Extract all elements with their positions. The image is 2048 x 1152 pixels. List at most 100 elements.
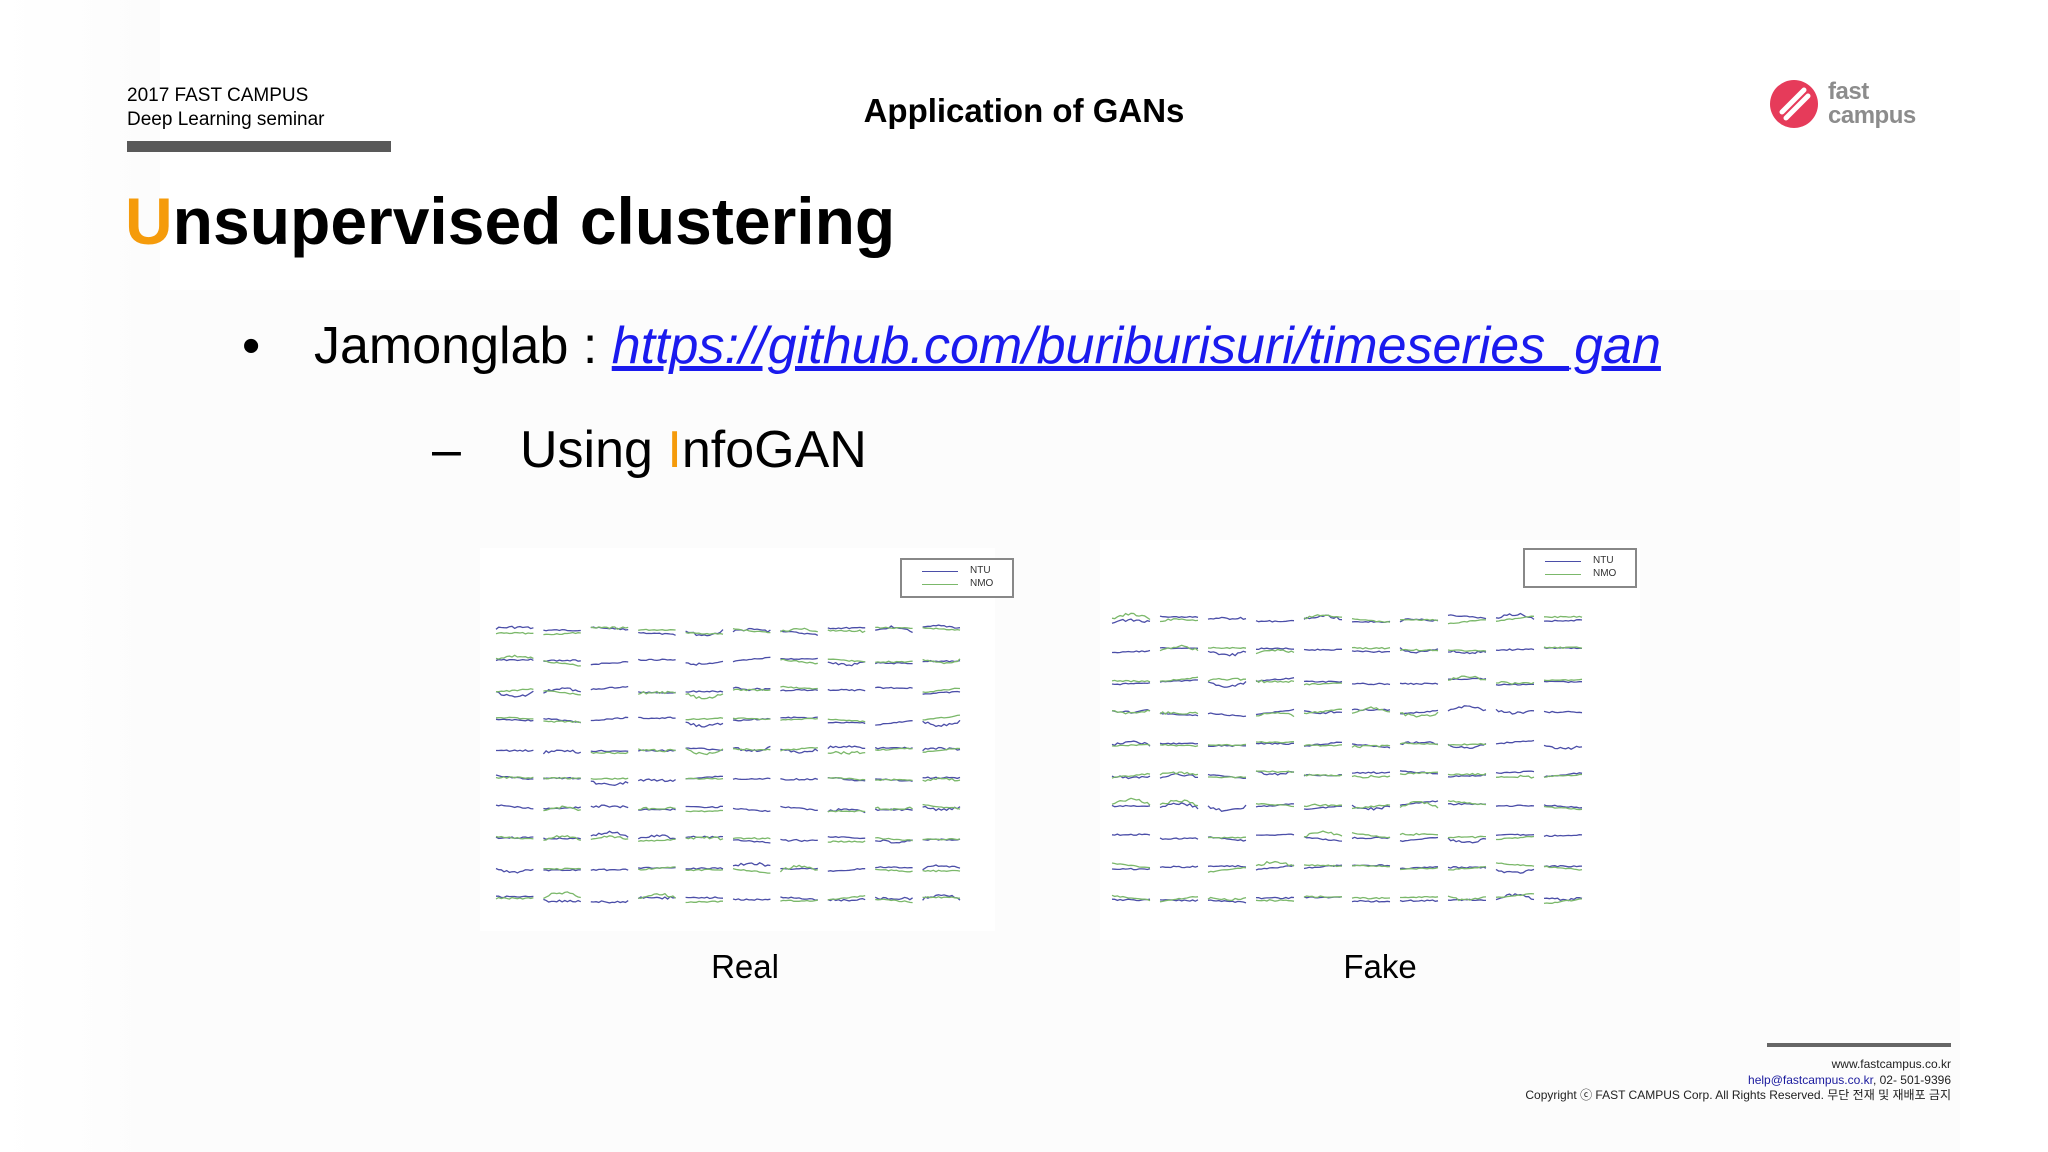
timeseries-line — [827, 835, 866, 840]
timeseries-line — [1207, 743, 1247, 747]
fastcampus-logo-icon — [1770, 80, 1818, 128]
timeseries-line — [1159, 899, 1199, 902]
timeseries-line — [1159, 742, 1199, 745]
timeseries-line — [922, 864, 961, 871]
timeseries-line — [590, 780, 629, 786]
timeseries-line — [543, 631, 581, 636]
timeseries-line — [732, 867, 771, 874]
footer-email[interactable]: help@fastcampus.co.kr — [1748, 1073, 1873, 1087]
timeseries-line — [1207, 896, 1247, 902]
footer-website[interactable]: www.fastcampus.co.kr — [1831, 1057, 1951, 1071]
timeseries-line — [732, 688, 771, 692]
timeseries-line — [732, 717, 771, 721]
timeseries-line — [827, 894, 866, 901]
timeseries-line — [875, 836, 913, 842]
timeseries-line — [1399, 771, 1439, 776]
timeseries-line — [1543, 834, 1583, 838]
timeseries-line — [1255, 803, 1295, 808]
logo-line1: fast — [1828, 78, 1869, 105]
timeseries-line — [1495, 708, 1535, 715]
timeseries-line — [495, 776, 534, 780]
timeseries-line — [780, 838, 818, 843]
timeseries-line — [685, 692, 724, 700]
timeseries-line — [780, 717, 818, 721]
github-link[interactable]: https://github.com/buriburisuri/timeseri… — [611, 317, 1661, 375]
timeseries-line — [685, 690, 724, 693]
timeseries-line — [1255, 864, 1295, 871]
timeseries-line — [1351, 682, 1391, 686]
timeseries-line — [1448, 649, 1487, 655]
footer-divider — [1767, 1043, 1951, 1047]
fake-figure-legend: NTU NMO — [1523, 548, 1637, 588]
timeseries-line — [685, 835, 724, 841]
timeseries-line — [1111, 894, 1151, 902]
legend-entry-ntu: NTU — [1545, 555, 1635, 567]
timeseries-line — [543, 720, 581, 723]
timeseries-line — [685, 777, 724, 780]
timeseries-line — [1303, 682, 1342, 686]
timeseries-line — [1447, 649, 1487, 652]
timeseries-line — [1303, 805, 1343, 810]
timeseries-line — [1447, 743, 1487, 750]
timeseries-line — [1159, 644, 1199, 652]
header-divider-bar — [127, 141, 391, 152]
timeseries-line — [1207, 646, 1247, 650]
timeseries-line — [1447, 705, 1487, 712]
timeseries-line — [1543, 896, 1583, 902]
timeseries-line — [685, 896, 724, 900]
timeseries-line — [1543, 865, 1583, 868]
timeseries-line — [1400, 895, 1439, 899]
real-figure-legend: NTU NMO — [900, 558, 1014, 598]
timeseries-line — [922, 747, 961, 753]
fastcampus-logo: fast campus — [1768, 78, 1928, 134]
timeseries-line — [543, 687, 581, 694]
sub-bullet-accent: I — [667, 421, 682, 479]
timeseries-line — [1543, 773, 1582, 778]
timeseries-line — [1159, 676, 1199, 682]
timeseries-line — [590, 749, 629, 753]
timeseries-line — [1207, 677, 1246, 682]
timeseries-line — [1111, 679, 1151, 683]
timeseries-line — [637, 834, 676, 840]
timeseries-line — [1447, 614, 1487, 620]
timeseries-line — [543, 660, 581, 667]
timeseries-line — [1351, 774, 1391, 779]
timeseries-line — [637, 748, 676, 753]
timeseries-line — [590, 830, 629, 838]
timeseries-line — [1496, 680, 1535, 685]
timeseries-line — [875, 868, 913, 873]
sub-bullet-rest: nfoGAN — [681, 421, 867, 479]
timeseries-line — [1255, 708, 1295, 716]
timeseries-line — [1207, 804, 1247, 813]
timeseries-line — [1255, 679, 1295, 684]
timeseries-line — [496, 895, 534, 899]
timeseries-line — [495, 625, 534, 630]
timeseries-line — [1159, 615, 1199, 619]
timeseries-line — [638, 892, 677, 899]
timeseries-line — [1495, 770, 1535, 774]
timeseries-line — [827, 661, 866, 667]
footer-phone: , 02- 501-9396 — [1872, 1073, 1951, 1087]
timeseries-line — [922, 687, 961, 694]
timeseries-line — [922, 838, 961, 841]
timeseries-line — [1543, 680, 1582, 684]
timeseries-line — [1399, 836, 1439, 843]
timeseries-line — [543, 659, 581, 662]
timeseries-line — [542, 749, 582, 755]
header-org: 2017 FAST CAMPUS Deep Learning seminar — [127, 84, 325, 132]
timeseries-line — [685, 717, 724, 721]
timeseries-line — [1351, 706, 1391, 714]
timeseries-line — [495, 654, 534, 660]
timeseries-line — [1159, 743, 1199, 748]
timeseries-line — [780, 685, 818, 690]
timeseries-line — [732, 748, 771, 751]
timeseries-line — [1303, 648, 1342, 651]
timeseries-line — [780, 805, 818, 812]
timeseries-line — [875, 626, 913, 630]
legend-entry-nmo: NMO — [922, 578, 1012, 590]
timeseries-line — [1495, 833, 1535, 836]
slide-title-initial: U — [125, 184, 173, 258]
timeseries-line — [590, 626, 629, 630]
timeseries-line — [732, 862, 771, 867]
timeseries-line — [827, 840, 866, 843]
